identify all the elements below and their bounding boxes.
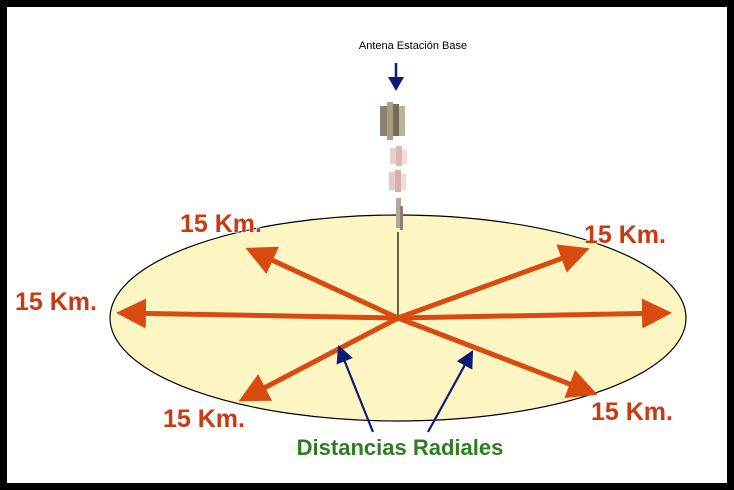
distance-label-upper-right: 15 Km. xyxy=(584,221,666,249)
radial-arrow-right xyxy=(397,298,672,329)
distance-label-lower-right: 15 Km. xyxy=(591,398,673,426)
radial-arrow-left xyxy=(116,298,399,329)
radial-arrow-upper-right xyxy=(397,244,590,321)
antenna-icon xyxy=(380,102,407,230)
distance-label-left: 15 Km. xyxy=(15,288,97,316)
distance-label-upper-left: 15 Km. xyxy=(180,210,262,238)
radial-arrow-lower-right xyxy=(397,315,598,399)
antenna-label: Antena Estación Base xyxy=(359,40,467,52)
distance-label-lower-left: 15 Km. xyxy=(163,405,245,433)
radial-arrow-upper-left xyxy=(245,246,400,321)
pointer-arrow-left xyxy=(336,344,375,433)
pointer-arrow-right xyxy=(427,350,474,433)
radial-arrow-lower-left xyxy=(238,315,400,402)
down-arrow-icon xyxy=(388,63,404,91)
radial-distances-caption: Distancias Radiales xyxy=(297,435,504,460)
